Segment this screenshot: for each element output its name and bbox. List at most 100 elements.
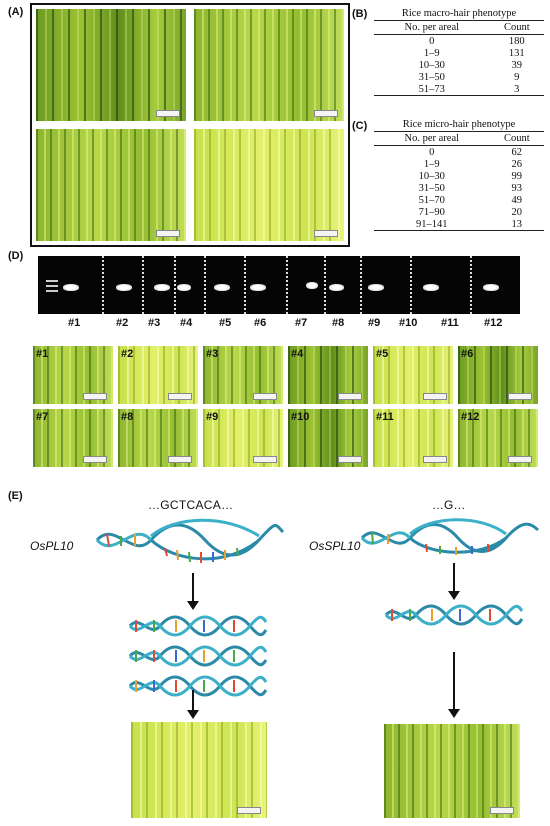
leaf-thumbnail: #2 xyxy=(118,346,198,404)
table-title: Rice micro-hair phenotype xyxy=(374,119,544,132)
scale-bar xyxy=(156,110,180,117)
leaf-thumbnail: #10 xyxy=(288,409,368,467)
right-dna-helix xyxy=(384,604,524,626)
gel-band xyxy=(329,284,344,291)
leaf-micrograph-a3 xyxy=(36,129,186,241)
gel-band xyxy=(214,284,230,291)
left-sequence: …GCTCACA… xyxy=(148,498,234,512)
leaf-thumbnail: #12 xyxy=(458,409,538,467)
lane-separator xyxy=(410,256,412,314)
lane-separator xyxy=(204,256,206,314)
gel-lane-label: #10 xyxy=(399,317,418,329)
leaf-thumbnail: #11 xyxy=(373,409,453,467)
leaf-micrograph-hairless xyxy=(384,724,520,818)
gel-lane-label: #4 xyxy=(180,317,193,329)
leaf-thumbnail: #7 xyxy=(33,409,113,467)
gel-band xyxy=(250,284,266,291)
lane-separator xyxy=(324,256,326,314)
right-gene-label: OsSPL10 xyxy=(309,539,361,553)
gel-band xyxy=(368,284,384,291)
col-header: No. per areal xyxy=(374,132,490,146)
col-header: No. per areal xyxy=(374,21,490,35)
leaf-thumbnail: #8 xyxy=(118,409,198,467)
gel-lane-label: #7 xyxy=(295,317,308,329)
gel-image xyxy=(38,256,520,314)
gel-lane-label: #2 xyxy=(116,317,129,329)
lane-separator xyxy=(244,256,246,314)
leaf-thumbnail: #5 xyxy=(373,346,453,404)
table-title: Rice macro-hair phenotype xyxy=(374,8,544,21)
panel-label-d: (D) xyxy=(8,250,24,262)
lane-separator xyxy=(142,256,144,314)
gel-band xyxy=(423,284,439,291)
arrow-down-icon xyxy=(453,563,455,593)
leaf-micrograph-a2 xyxy=(194,9,344,121)
gel-lane-label: #11 xyxy=(441,317,459,329)
arrow-down-icon xyxy=(448,709,460,718)
arrow-down-icon xyxy=(192,573,194,603)
gel-lane-label: #8 xyxy=(332,317,345,329)
lane-separator xyxy=(286,256,288,314)
scale-bar xyxy=(156,230,180,237)
gel-band xyxy=(306,282,318,289)
gel-band xyxy=(177,284,191,291)
scale-bar xyxy=(314,110,338,117)
lane-separator xyxy=(174,256,176,314)
leaf-thumbnail: #3 xyxy=(203,346,283,404)
arrow-down-icon xyxy=(187,601,199,610)
right-rloop-illustration xyxy=(360,518,540,555)
lane-separator xyxy=(470,256,472,314)
col-header: Count xyxy=(489,132,544,146)
arrow-down-icon xyxy=(187,710,199,719)
leaf-micrograph-a1 xyxy=(36,9,186,121)
gel-lane-label: #12 xyxy=(484,317,503,329)
left-gene-label: OsPL10 xyxy=(30,539,74,553)
arrow-down-icon xyxy=(453,652,455,710)
gel-lane-label: #3 xyxy=(148,317,161,329)
leaf-thumbnail: #1 xyxy=(33,346,113,404)
gel-lane-label: #9 xyxy=(368,317,381,329)
panel-label-e: (E) xyxy=(8,490,23,502)
gel-lane-label: #1 xyxy=(68,317,81,329)
panel-a-frame xyxy=(30,3,350,247)
ladder-band xyxy=(46,290,58,292)
gel-band xyxy=(63,284,79,291)
lane-separator xyxy=(360,256,362,314)
leaf-thumbnail: #9 xyxy=(203,409,283,467)
gel-band xyxy=(116,284,132,291)
ladder-band xyxy=(46,280,58,282)
leaf-thumbnail: #4 xyxy=(288,346,368,404)
gel-lane-label: #6 xyxy=(254,317,267,329)
panel-label-b: (B) xyxy=(352,8,368,20)
gel-band xyxy=(483,284,499,291)
lane-separator xyxy=(102,256,104,314)
arrow-down-icon xyxy=(448,591,460,600)
right-sequence: …G… xyxy=(432,498,466,512)
panel-label-a: (A) xyxy=(8,6,24,18)
gel-lane-label: #5 xyxy=(219,317,232,329)
leaf-micrograph-a4 xyxy=(194,129,344,241)
left-rloop-illustration xyxy=(95,518,285,563)
ladder-band xyxy=(46,285,58,287)
leaf-micrograph-hairy xyxy=(131,722,267,818)
col-header: Count xyxy=(489,21,544,35)
left-dna-helices xyxy=(128,615,268,697)
scale-bar xyxy=(314,230,338,237)
leaf-thumbnail: #6 xyxy=(458,346,538,404)
panel-label-c: (C) xyxy=(352,120,368,132)
gel-band xyxy=(154,284,170,291)
